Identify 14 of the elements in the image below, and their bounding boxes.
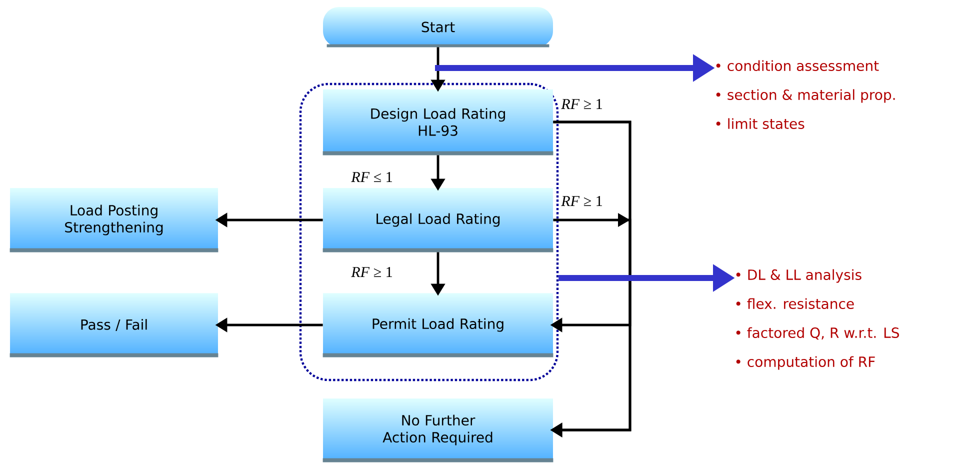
- bullet-list: • DL & LL analysis • flex. resistance • factored Q, R w.r.t. LS • computation of RF: [736, 269, 899, 370]
- process-box: Pass / Fail: [10, 319, 218, 358]
- edge-label: RF ≥ 1: [561, 196, 602, 206]
- process-box: Legal Load Rating: [322, 213, 554, 252]
- dotted-group-outline: [299, 82, 559, 382]
- process-box: No Further Action Required: [322, 414, 554, 462]
- edge-label: RF ≥ 1: [351, 267, 392, 277]
- start-terminal: Start: [326, 22, 550, 48]
- process-box: Design Load Rating HL-93: [322, 108, 554, 156]
- edge-label: RF ≤ 1: [351, 172, 392, 182]
- bullet-list: • condition assessment • section & material prop. • limit states: [716, 60, 895, 130]
- process-box: Permit Load Rating: [322, 318, 554, 358]
- process-box: Load Posting Strengthening: [10, 204, 218, 252]
- edge-label: RF ≥ 1: [561, 99, 602, 109]
